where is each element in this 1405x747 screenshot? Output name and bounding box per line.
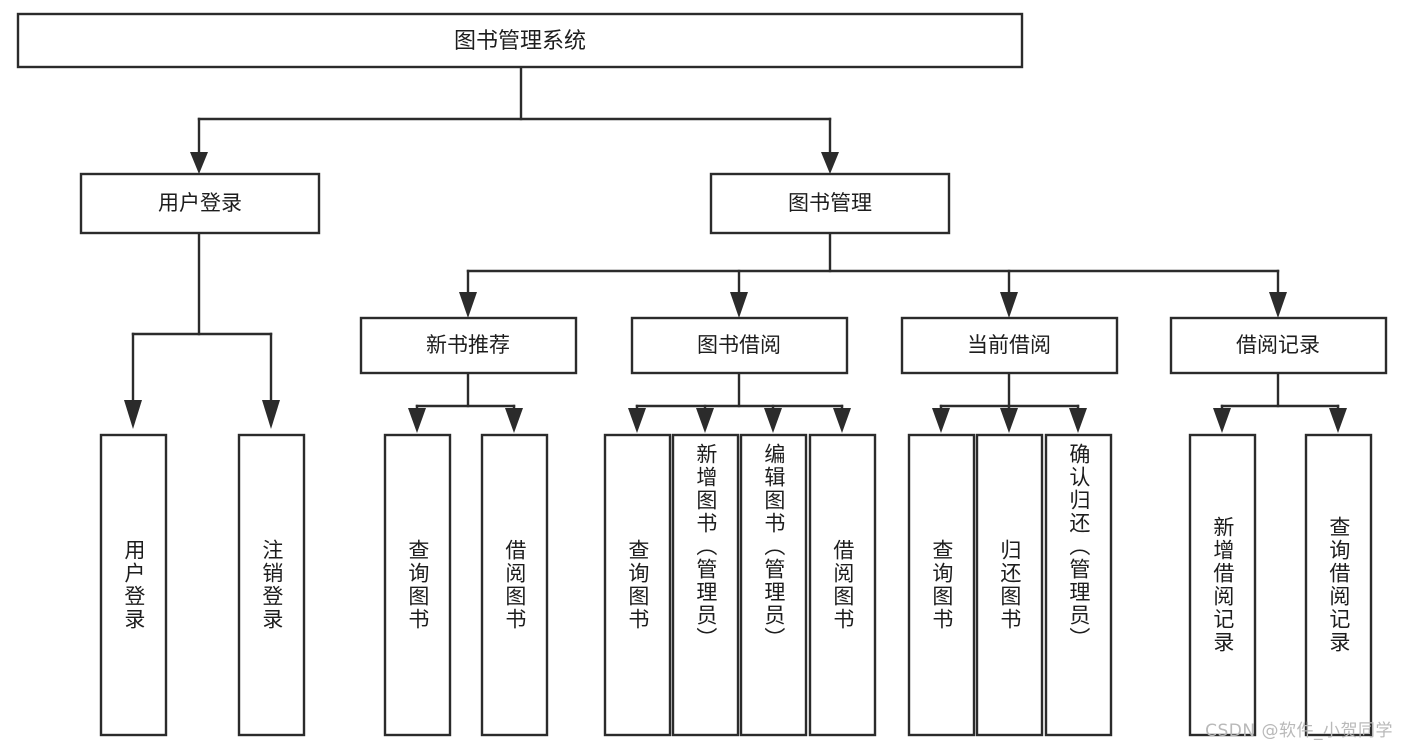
arrow-head-leaf-confirm-return [1069,408,1087,433]
node-leaf-query-book-3-box[interactable] [907,433,976,737]
node-leaf-borrow-book-1-box[interactable] [480,433,549,737]
node-user-login-box[interactable] [79,172,321,235]
node-leaf-add-record-box[interactable] [1188,433,1257,737]
node-current-borrow[interactable]: 当前借阅 [900,316,1119,375]
node-leaf-confirm-return-box[interactable] [1044,433,1113,737]
node-current-borrow-box[interactable] [900,316,1119,375]
node-book-borrow-label: 图书借阅 [697,333,781,357]
node-leaf-return-book-box[interactable] [975,433,1044,737]
node-leaf-add-book-box[interactable] [671,433,740,737]
arrow-head-leaf-edit-book [764,408,782,433]
node-root-label: 图书管理系统 [454,29,586,54]
arrow-head-book-borrow [730,292,748,318]
node-new-book-recommend-label: 新书推荐 [426,333,510,357]
arrow-head-leaf-query-book-2 [628,408,646,433]
arrow-head-leaf-query-book-3 [932,408,950,433]
leaf-box-layer [99,433,1373,737]
arrow-head-leaf-return-book [1000,408,1018,433]
arrow-head-leaf-logout [262,400,280,429]
node-leaf-query-book-1-box[interactable] [383,433,452,737]
node-current-borrow-label: 当前借阅 [967,333,1051,357]
node-leaf-query-record-box[interactable] [1304,433,1373,737]
arrow-head-leaf-borrow-book-2 [833,408,851,433]
node-leaf-edit-book-box[interactable] [739,433,808,737]
node-root-box[interactable] [16,12,1024,69]
node-new-book-recommend-box[interactable] [359,316,578,375]
node-root[interactable]: 图书管理系统 [16,12,1024,69]
arrow-head-leaf-add-record [1213,408,1231,433]
arrow-head-leaf-add-book [696,408,714,433]
arrow-head-leaf-borrow-book-1 [505,408,523,433]
node-user-login[interactable]: 用户登录 [79,172,321,235]
node-borrow-record-box[interactable] [1169,316,1388,375]
arrow-head-leaf-query-book-1 [408,408,426,433]
node-book-borrow-box[interactable] [630,316,849,375]
node-book-management-label: 图书管理 [788,191,872,215]
node-borrow-record-label: 借阅记录 [1236,333,1320,357]
node-leaf-logout-box[interactable] [237,433,306,737]
arrow-head-book-management [821,152,839,174]
node-leaf-borrow-book-2-box[interactable] [808,433,877,737]
arrow-head-user-login [190,152,208,174]
arrow-head-borrow-record [1269,292,1287,318]
node-borrow-record[interactable]: 借阅记录 [1169,316,1388,375]
node-user-login-label: 用户登录 [158,191,242,215]
arrow-head-leaf-user-login [124,400,142,429]
connector-layer [124,65,1347,433]
node-book-borrow[interactable]: 图书借阅 [630,316,849,375]
node-book-management[interactable]: 图书管理 [709,172,951,235]
node-new-book-recommend[interactable]: 新书推荐 [359,316,578,375]
node-book-management-box[interactable] [709,172,951,235]
node-leaf-user-login-box[interactable] [99,433,168,737]
arrow-head-current-borrow [1000,292,1018,318]
arrow-head-new-book-recommend [459,292,477,318]
arrow-head-leaf-query-record [1329,408,1347,433]
node-leaf-query-book-2-box[interactable] [603,433,672,737]
